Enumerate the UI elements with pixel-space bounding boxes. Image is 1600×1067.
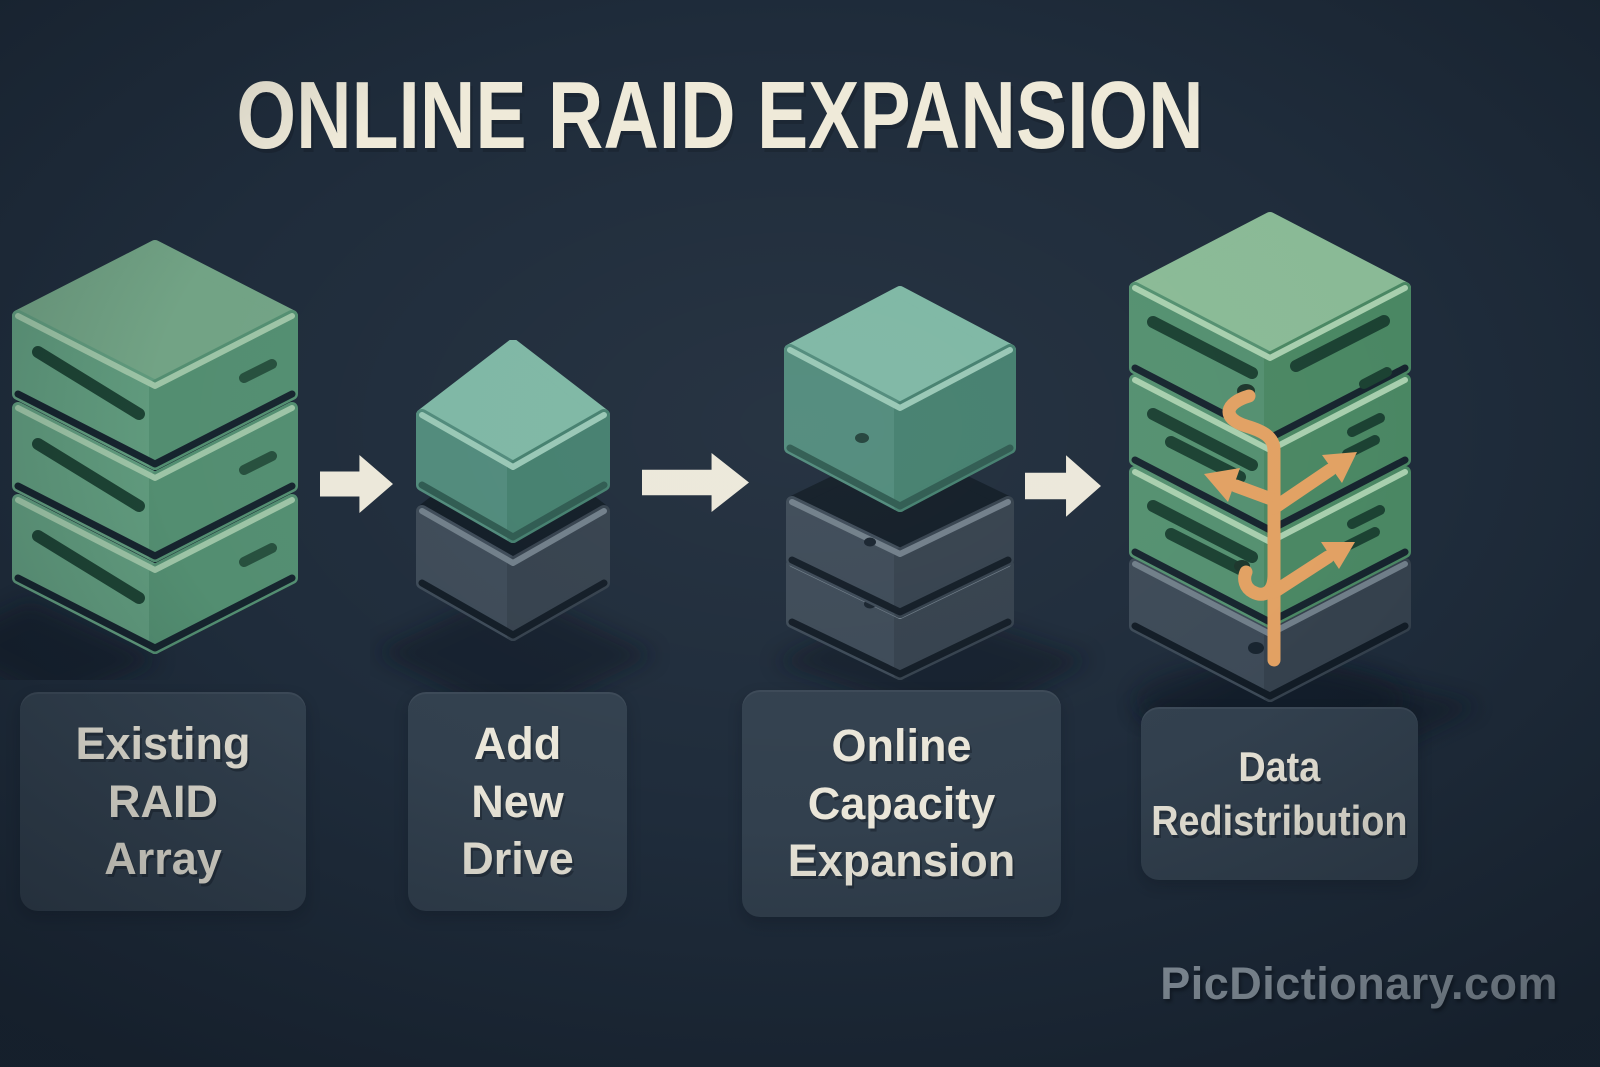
step-label-text: Existing RAID Array bbox=[75, 718, 251, 885]
green-drive-icon bbox=[1129, 212, 1411, 444]
step-label-text: Online Capacity Expansion bbox=[787, 720, 1016, 887]
step-label-text: Add New Drive bbox=[461, 718, 574, 885]
watermark-text: PicDictionary.com bbox=[1160, 958, 1558, 1009]
orange-redistribution-arrows-icon bbox=[1204, 384, 1357, 667]
ground-shadow bbox=[375, 588, 655, 722]
step-label-data-redistribution: Data Redistribution bbox=[1141, 707, 1418, 880]
step-label-online-capacity-expansion: Online Capacity Expansion bbox=[742, 690, 1061, 917]
step-label-add-new-drive: Add New Drive bbox=[408, 692, 627, 911]
online-capacity-expansion-illustration bbox=[775, 286, 1090, 700]
green-drive-icon bbox=[12, 240, 298, 470]
data-redistribution-illustration bbox=[1129, 212, 1480, 775]
existing-raid-array-illustration bbox=[0, 240, 298, 680]
step-label-existing-raid-array: Existing RAID Array bbox=[20, 692, 306, 911]
step-label-text: Data Redistribution bbox=[1151, 742, 1408, 844]
page-title: ONLINE RAID EXPANSION bbox=[236, 62, 1204, 169]
ground-shadow bbox=[0, 600, 160, 680]
add-new-drive-illustration bbox=[375, 340, 655, 722]
teal-drive-icon bbox=[784, 286, 1016, 512]
teal-drive-icon bbox=[416, 340, 610, 543]
